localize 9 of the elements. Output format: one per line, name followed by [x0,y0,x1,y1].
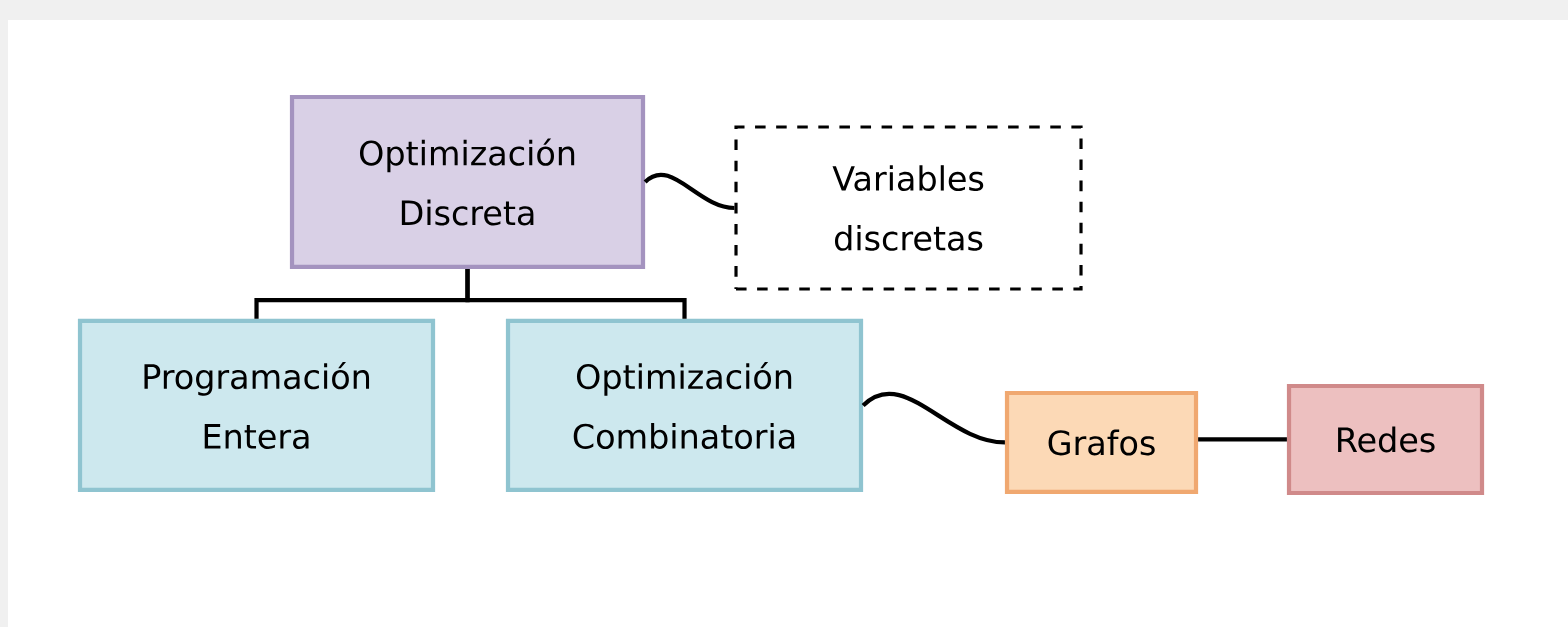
topic-box: Redes [1286,383,1485,496]
tree-connector [465,269,687,319]
topic-box: Optimización Discreta [289,94,646,270]
topic-box: Programación Entera [77,318,436,493]
curved-connector [861,392,1006,445]
note-box: Variables discretas [734,125,1083,291]
connector-line [1198,437,1287,442]
topic-box: Optimización Combinatoria [505,318,864,493]
topic-box: Grafos [1004,390,1199,495]
